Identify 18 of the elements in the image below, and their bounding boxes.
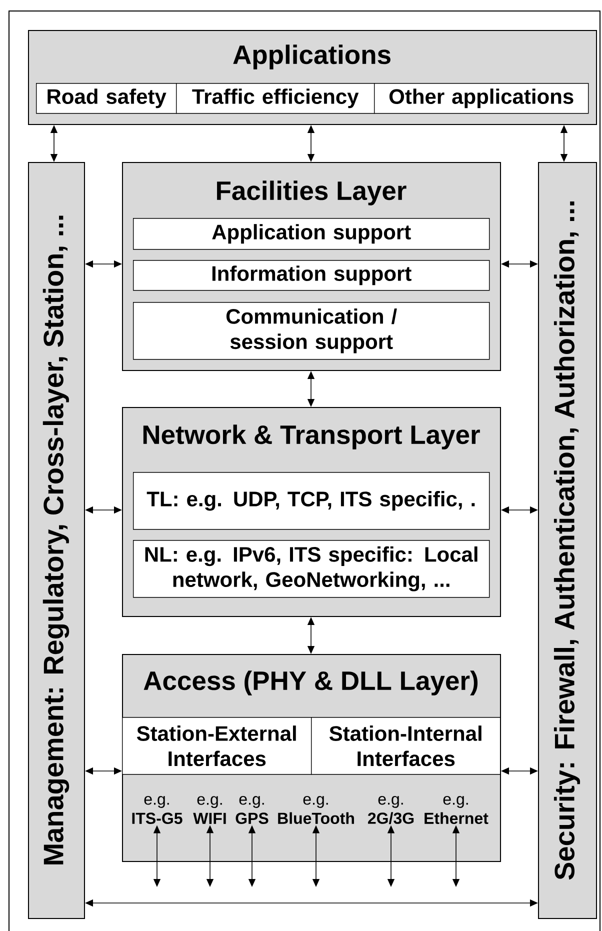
interface-label: e.g. 2G/3G — [368, 796, 414, 824]
text-box: Station-External Interfaces — [122, 717, 312, 775]
text-box: Traffic efficiency — [176, 83, 375, 114]
text-box: Application support — [133, 218, 490, 250]
interface-label: e.g. Ethernet — [424, 796, 488, 824]
interface-label: e.g. ITS-G5 — [132, 796, 182, 824]
interface-label: e.g. WIFI — [193, 796, 226, 824]
interface-label: e.g. GPS — [236, 796, 268, 824]
text-box: Information support — [133, 260, 490, 291]
text-box: Communication / session support — [133, 302, 490, 360]
side-bar: Security: Firewall, Authentication, Authorization, ... — [538, 162, 597, 919]
side-bar: Management: Regulatory, Cross-layer, Station, ... — [28, 162, 85, 919]
text-box: Other applications — [374, 83, 589, 114]
text-box: Road safety — [36, 83, 177, 114]
text-box: Station-Internal Interfaces — [311, 717, 501, 775]
text-box: TL: e.g. UDP, TCP, ITS specific, . — [133, 472, 490, 530]
text-box: NL: e.g. IPv6, ITS specific: Local network, GeoNetworking, ... — [133, 540, 490, 598]
interface-label: e.g. BlueTooth — [278, 796, 354, 824]
